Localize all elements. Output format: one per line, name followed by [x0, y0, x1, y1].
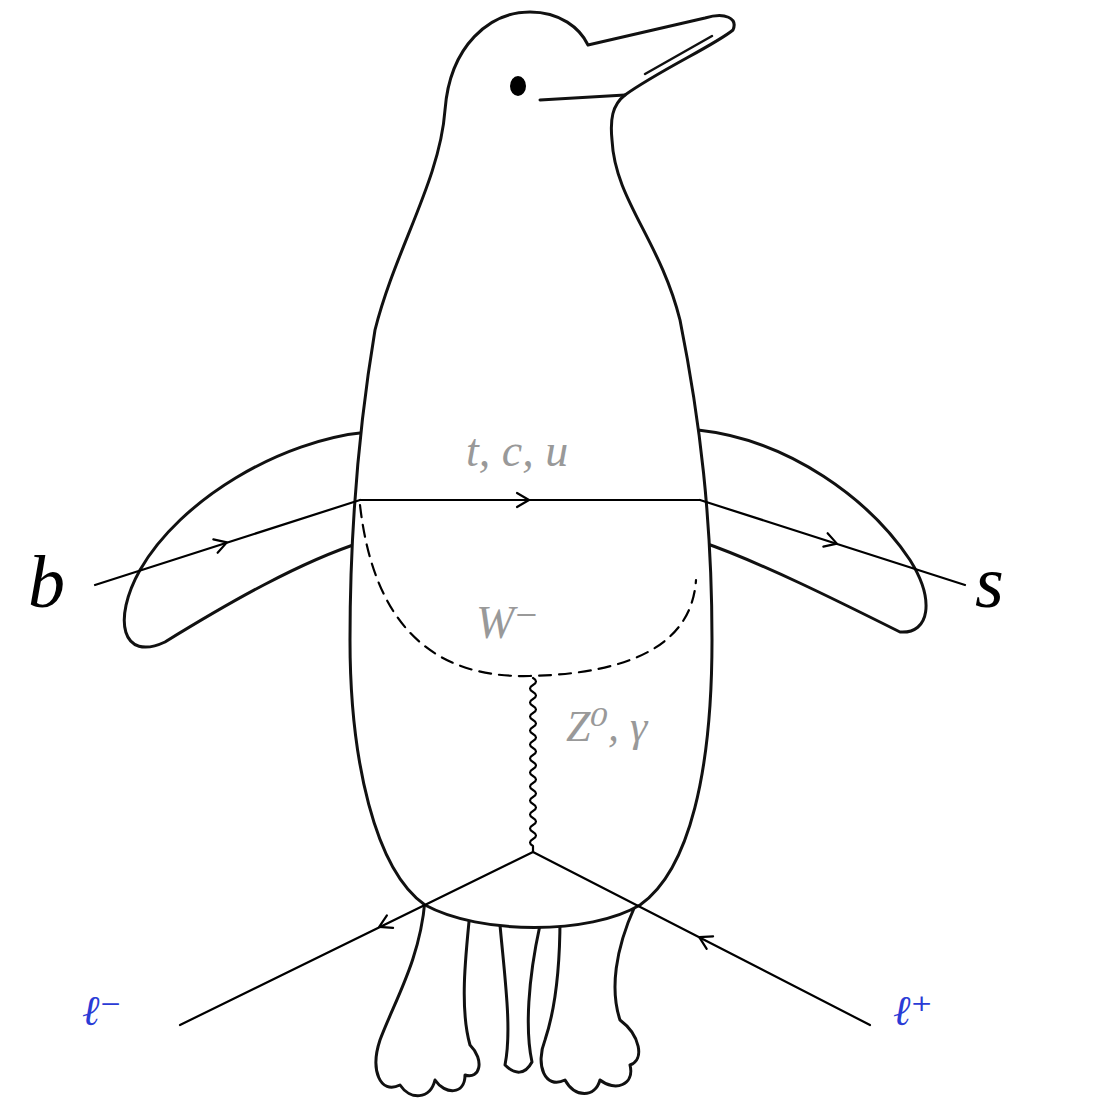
particle-label: t, c, u — [466, 428, 568, 474]
left-flipper — [124, 432, 368, 647]
w-boson-line — [360, 505, 696, 676]
beak-line — [645, 36, 712, 74]
middle-leg — [500, 925, 540, 1072]
fermion-arrow — [823, 533, 839, 550]
fermion-arrow — [213, 536, 229, 553]
right-foot — [541, 906, 639, 1094]
particle-label: Z⁰, γ — [566, 705, 647, 749]
beak-mouth — [540, 95, 625, 100]
particle-label: ℓ⁻ — [82, 990, 122, 1032]
fermion-arrow — [376, 915, 393, 933]
particle-label: b — [28, 545, 65, 619]
lepton-plus-line — [533, 852, 870, 1025]
s-quark-line — [700, 500, 965, 585]
left-foot — [376, 900, 479, 1096]
particle-label: W⁻ — [476, 600, 539, 646]
particle-label: ℓ⁺ — [893, 990, 933, 1032]
lepton-minus-line — [180, 852, 533, 1025]
z-photon-line — [530, 678, 536, 852]
fermion-arrow — [517, 493, 529, 507]
b-quark-line — [95, 500, 360, 585]
penguin-body — [350, 12, 734, 928]
fermion-arrow — [696, 931, 713, 949]
penguin-eye — [510, 76, 526, 96]
feynman-lines — [95, 493, 965, 1025]
particle-label: s — [975, 545, 1004, 619]
penguin-illustration — [124, 12, 926, 1096]
right-flipper — [698, 430, 926, 632]
